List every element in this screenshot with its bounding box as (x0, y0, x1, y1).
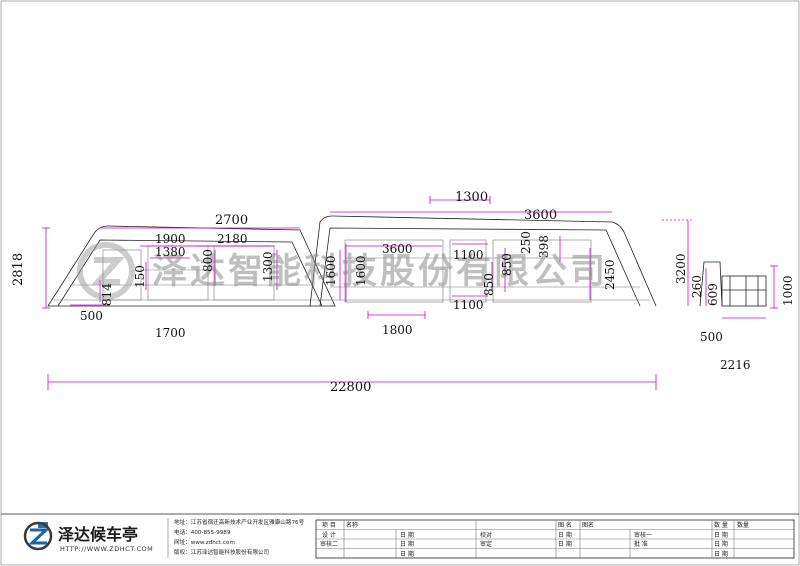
cell-project: 项 目 (322, 522, 336, 529)
brand-url: HTTP://WWW.ZDHCT.COM (60, 545, 153, 553)
watermark: 泽达智能科技股份有限公司 (77, 242, 608, 300)
cell-review2: 审核二 (320, 540, 338, 548)
dim-1900: 1900 (155, 232, 186, 246)
dim-22800: 22800 (330, 380, 371, 395)
brand-name: 泽达候车亭 (58, 525, 138, 544)
dim-2180: 2180 (217, 232, 248, 246)
dimension-lines (42, 196, 778, 390)
company-copyright: 版权：江苏泽达智能科技股份有限公司 (174, 548, 269, 556)
shelter-right-outline (309, 215, 657, 307)
dim-500-left: 500 (80, 309, 103, 323)
dim-3600-mid: 3600 (382, 242, 413, 256)
dim-850-a: 850 (500, 253, 514, 276)
cell-date5: 日 期 (714, 531, 728, 539)
dim-609: 609 (706, 283, 720, 306)
cell-date1: 日 期 (400, 531, 414, 539)
dim-1100-bottom: 1100 (453, 298, 484, 312)
cell-check: 校对 (480, 531, 492, 539)
cell-date2: 日 期 (400, 540, 414, 548)
cell-name: 名称 (346, 521, 358, 529)
dim-150: 150 (133, 265, 147, 288)
dim-2700: 2700 (215, 213, 248, 228)
title-block: 泽达候车亭 HTTP://WWW.ZDHCT.COM 地址：江苏省宿迁高新技术产… (1, 513, 799, 559)
dim-2818: 2818 (11, 253, 26, 286)
dim-3600-top: 3600 (524, 208, 557, 223)
cell-ratify: 批 准 (634, 540, 648, 548)
dim-814: 814 (100, 283, 114, 306)
dim-1000: 1000 (781, 275, 795, 306)
cell-date6: 日 期 (714, 540, 728, 548)
cell-figure-name: 图 名 (558, 521, 572, 529)
dim-3200: 3200 (674, 253, 688, 284)
dim-1300-top: 1300 (455, 190, 488, 205)
dim-250: 250 (519, 231, 533, 254)
company-address: 地址：江苏省宿迁高新技术产业开发区雅康山路76号 (174, 518, 305, 526)
dimension-labels: 2818 2700 1300 3600 1900 1380 2180 800 1… (11, 190, 795, 395)
dim-2450: 2450 (603, 259, 617, 290)
dim-2216: 2216 (720, 358, 751, 372)
dim-1380: 1380 (155, 245, 186, 259)
dim-1700: 1700 (155, 326, 186, 340)
dim-1800: 1800 (382, 323, 413, 337)
dim-1300-side: 1300 (261, 251, 275, 282)
dim-1600-b: 1600 (324, 255, 338, 286)
watermark-text: 泽达智能科技股份有限公司 (152, 252, 608, 292)
dim-1600-a: 1600 (354, 255, 368, 286)
dim-800: 800 (201, 249, 215, 272)
cell-date8: 日 期 (714, 550, 728, 558)
cell-date4: 日 期 (558, 540, 572, 548)
cell-figure-name-value: 图名 (582, 521, 594, 529)
dim-398: 398 (537, 235, 551, 258)
cell-quantity-value: 数量 (737, 521, 749, 529)
dim-500-right: 500 (700, 330, 723, 344)
company-phone: 电话：400-855-9989 (174, 528, 231, 536)
company-website: 网址：www.zdhct.com (174, 538, 235, 546)
dim-850-b: 850 (482, 273, 496, 296)
brand-logo-icon (23, 521, 53, 551)
cell-reviewer1: 审核一 (634, 531, 652, 539)
dim-260: 260 (690, 275, 704, 298)
cell-quantity: 数 量 (714, 521, 728, 529)
cell-date7: 日 期 (400, 550, 414, 558)
dim-1100-top: 1100 (453, 248, 484, 262)
shelter-side-view (699, 261, 767, 307)
cell-approve: 审定 (480, 540, 492, 548)
cell-design: 设 计 (322, 531, 336, 539)
cell-date3: 日 期 (558, 531, 572, 539)
